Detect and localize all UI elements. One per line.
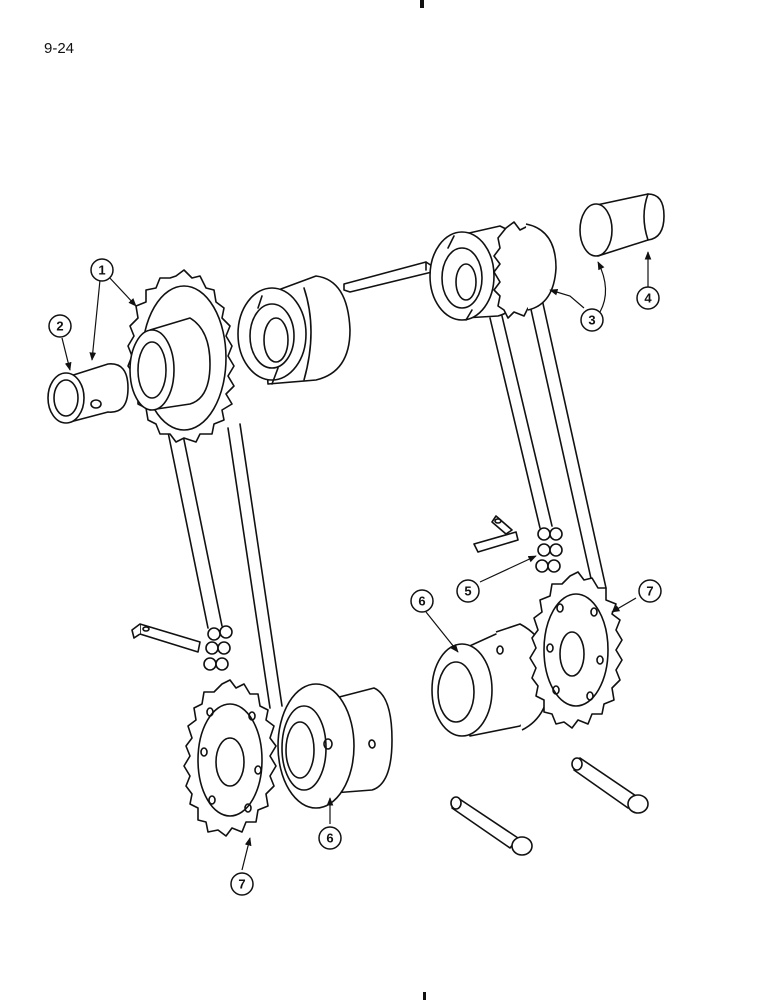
key-bar [343, 261, 433, 293]
set-screw-hole [90, 399, 102, 409]
callout-6-upper-label: 6 [418, 594, 425, 609]
callout-1-label: 1 [98, 263, 105, 278]
callout-5-label: 5 [464, 584, 471, 599]
connecting-link-right [535, 527, 563, 573]
callout-7-lower-label: 7 [238, 877, 245, 892]
callout-2-label: 2 [56, 319, 63, 334]
callout-4: 4 [636, 286, 660, 310]
callout-6-lower: 6 [318, 826, 342, 850]
sprocket-upper-left [127, 269, 235, 443]
crop-mark-top [420, 0, 424, 8]
callout-4-label: 4 [644, 291, 652, 306]
callout-leaders [61, 251, 652, 871]
callout-6-upper: 6 [410, 589, 434, 613]
callout-3-label: 3 [588, 313, 595, 328]
bolt-lower-right [571, 757, 649, 814]
callout-6-lower-label: 6 [326, 831, 333, 846]
sprocket-lower-right [529, 571, 623, 729]
sprocket-lower-left [183, 679, 277, 837]
hub-lower-left [277, 683, 393, 809]
callout-2: 2 [48, 314, 72, 338]
callout-5: 5 [456, 579, 480, 603]
chain-right [489, 289, 607, 593]
split-coupling-left [237, 275, 351, 385]
crop-mark-bottom [423, 992, 426, 1000]
callout-7-right: 7 [638, 579, 662, 603]
callout-7-right-label: 7 [646, 584, 653, 599]
bushing-upper-right [579, 193, 665, 257]
callout-7-lower: 7 [230, 872, 254, 896]
sprocket-upper-right [493, 221, 557, 319]
page-number: 9-24 [44, 40, 75, 57]
bent-pin-left [131, 623, 201, 653]
sleeve-bushing-left [47, 363, 129, 424]
chain-left [167, 423, 283, 709]
callout-1: 1 [90, 258, 114, 282]
connecting-link-left [203, 625, 233, 671]
hub-lower-right [431, 623, 551, 737]
callout-3: 3 [580, 308, 604, 332]
bent-pin-right [473, 515, 519, 553]
bolt-lower-left [450, 796, 533, 856]
